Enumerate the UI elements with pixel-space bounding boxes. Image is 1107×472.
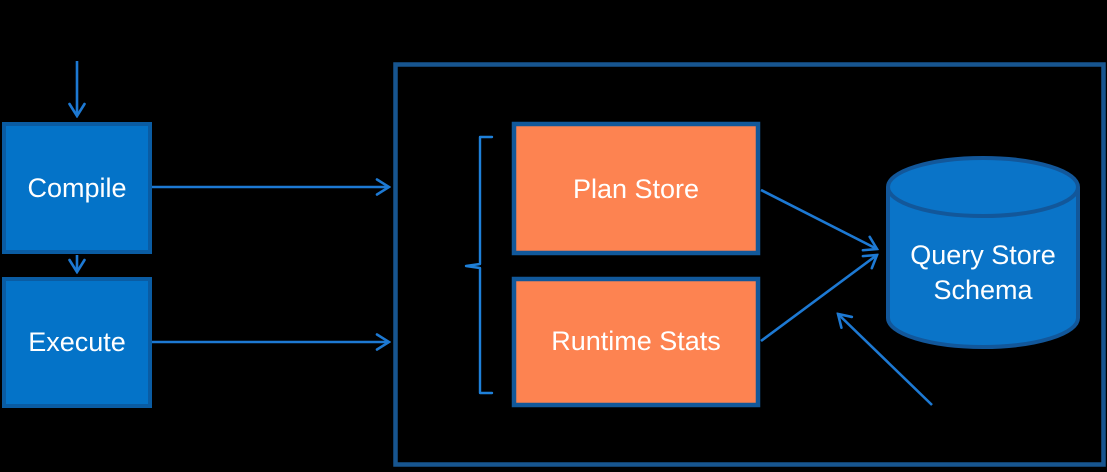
query-store-container-box bbox=[393, 62, 1106, 467]
query-store-schema-label-line1: Query Store bbox=[910, 240, 1056, 270]
execute-box bbox=[2, 277, 152, 408]
plan-store-label: Plan Store bbox=[573, 174, 699, 204]
compile-box bbox=[2, 122, 152, 254]
query-store-schema-cylinder bbox=[886, 156, 1080, 349]
grouping-bracket bbox=[464, 135, 494, 395]
query-store-schema-label-line2: Schema bbox=[933, 275, 1033, 305]
arrow-runtime-stats-to-schema bbox=[760, 255, 877, 343]
arrow-async-writeback bbox=[838, 314, 933, 406]
plan-store-box bbox=[511, 121, 761, 256]
execute-label: Execute bbox=[28, 327, 126, 357]
runtime-stats-label: Runtime Stats bbox=[551, 326, 721, 356]
arrow-plan-store-to-schema bbox=[760, 188, 877, 249]
cylinder-body bbox=[886, 187, 1080, 349]
compile-label: Compile bbox=[27, 173, 126, 203]
runtime-stats-box bbox=[511, 276, 761, 408]
cylinder-top bbox=[886, 156, 1080, 218]
